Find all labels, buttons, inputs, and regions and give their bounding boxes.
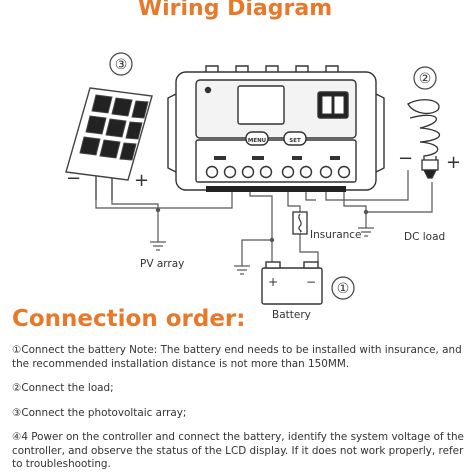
load-plus-sign: + (446, 152, 461, 173)
solar-panel-icon (65, 87, 153, 200)
connection-steps: ①Connect the battery Note: The battery e… (12, 344, 464, 472)
battery-minus-sign: − (306, 275, 316, 289)
load-marker-circle (413, 66, 437, 90)
light-bulb-icon (407, 99, 441, 179)
section-title: Connection order: (12, 306, 246, 332)
step-item: ②Connect the load; (12, 382, 114, 394)
wiring-lines (95, 170, 433, 275)
page-title: Wiring Diagram (137, 0, 333, 21)
step-item: ④4 Power on the controller and connect t… (12, 431, 464, 470)
step-item: ③Connect the photovoltaic array; (12, 406, 187, 419)
battery-label: Battery (272, 309, 311, 321)
controller-icon (167, 65, 385, 192)
menu-button-label: MENU (248, 138, 266, 144)
set-button-label: SET (289, 138, 301, 144)
pv-marker-circle (109, 52, 133, 76)
battery-marker: ① (337, 281, 350, 297)
pv-plus-sign: + (134, 170, 149, 191)
insurance-label: Insurance (310, 229, 362, 241)
load-marker: ② (419, 71, 432, 87)
battery-marker-circle (331, 276, 355, 300)
battery-plus-sign: + (268, 275, 278, 289)
step-item: ①Connect the battery Note: The battery e… (12, 344, 462, 370)
pv-minus-sign: − (66, 168, 81, 189)
battery-icon (261, 261, 323, 305)
dc-load-label: DC load (404, 231, 446, 243)
pv-array-label: PV array (140, 258, 185, 270)
fuse-icon (292, 211, 308, 235)
pv-marker: ③ (115, 57, 128, 73)
junction-dots (155, 207, 369, 243)
load-minus-sign: − (398, 148, 413, 169)
